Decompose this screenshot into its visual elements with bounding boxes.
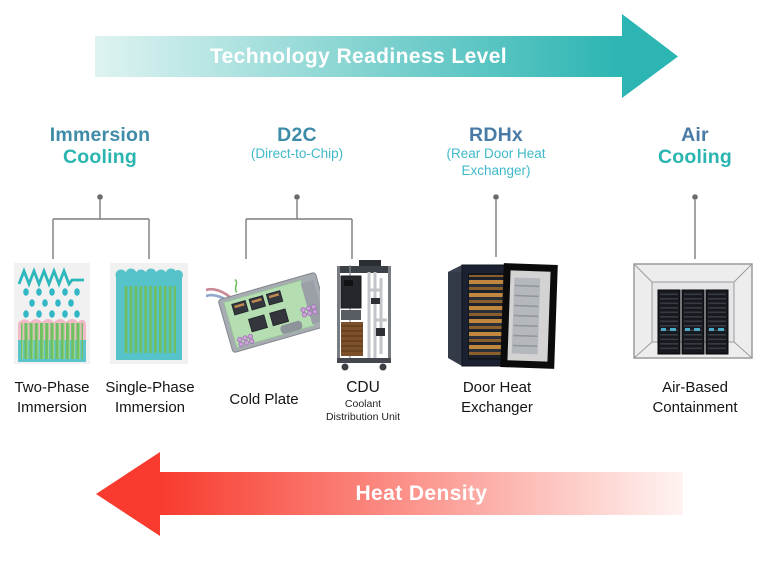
header-immersion-cooling-line1: Immersion bbox=[49, 124, 151, 146]
trl-arrow-label: Technology Readiness Level bbox=[209, 45, 508, 68]
label-door-heat-exchanger: Door Heat Exchanger bbox=[461, 379, 533, 416]
header-air-cooling-line1: Air bbox=[681, 124, 709, 146]
label-air-based-containment: Air-Based Containment bbox=[652, 379, 738, 416]
cold-plate-illustration bbox=[206, 272, 320, 353]
header-rdhx-subtitle-line1: (Rear Door Heat bbox=[446, 146, 546, 162]
header-rdhx-title: RDHx bbox=[469, 124, 523, 146]
heat-density-arrow-left bbox=[96, 452, 683, 536]
label-cdu: CDU Coolant Distribution Unit bbox=[325, 379, 401, 423]
rear-door-heat-exchanger-illustration bbox=[448, 263, 558, 369]
header-d2c-title: D2C bbox=[277, 124, 317, 146]
header-rdhx: RDHx (Rear Door Heat Exchanger) bbox=[446, 124, 545, 180]
header-air-cooling: Air Cooling bbox=[658, 124, 732, 169]
single-phase-immersion-illustration bbox=[110, 263, 188, 364]
header-d2c-subtitle: (Direct-to-Chip) bbox=[250, 146, 344, 162]
label-two-phase-immersion: Two-Phase Immersion bbox=[14, 379, 90, 416]
cdu-illustration bbox=[337, 260, 391, 371]
header-rdhx-subtitle-line2: Exchanger) bbox=[461, 163, 531, 179]
label-single-phase-immersion: Single-Phase Immersion bbox=[105, 379, 195, 416]
label-cold-plate: Cold Plate bbox=[229, 391, 299, 408]
two-phase-immersion-illustration bbox=[14, 263, 90, 364]
trl-arrow-right bbox=[95, 14, 678, 98]
heat-density-arrow-label: Heat Density bbox=[355, 482, 488, 505]
header-air-cooling-line2: Cooling bbox=[658, 146, 732, 169]
air-based-containment-illustration bbox=[633, 263, 753, 359]
header-d2c: D2C (Direct-to-Chip) bbox=[251, 124, 343, 163]
header-immersion-cooling: Immersion Cooling bbox=[50, 124, 150, 169]
header-immersion-cooling-line2: Cooling bbox=[63, 146, 137, 169]
